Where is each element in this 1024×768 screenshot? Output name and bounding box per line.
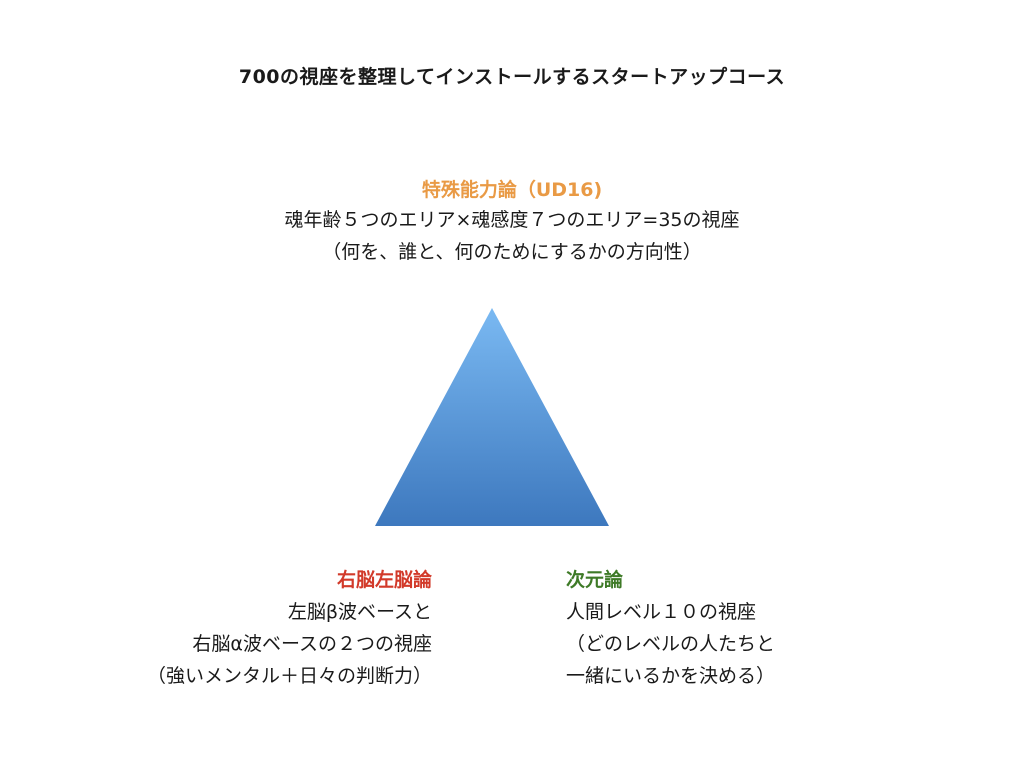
left-section: 右脳左脳論 左脳β波ベースと 右脳α波ベースの２つの視座 （強いメンタル＋日々の… [40, 566, 432, 692]
top-section-line-1: 魂年齢５つのエリア×魂感度７つのエリア=35の視座 [284, 209, 740, 231]
right-section-line-2: （どのレベルの人たちと [566, 633, 776, 655]
left-section-line-2: 右脳α波ベースの２つの視座 [192, 633, 432, 655]
triangle-shape [375, 308, 609, 526]
top-section: 特殊能力論（UD16) 魂年齢５つのエリア×魂感度７つのエリア=35の視座 （何… [0, 176, 1024, 268]
left-section-line-3: （強いメンタル＋日々の判断力） [146, 665, 432, 687]
right-section-heading: 次元論 [566, 569, 624, 591]
pyramid-diagram [372, 308, 612, 528]
left-section-heading: 右脳左脳論 [336, 569, 432, 591]
right-section: 次元論 人間レベル１０の視座 （どのレベルの人たちと 一緒にいるかを決める） [566, 566, 866, 692]
top-section-heading: 特殊能力論（UD16) [421, 179, 603, 201]
top-section-line-2: （何を、誰と、何のためにするかの方向性） [322, 241, 702, 263]
page-title: 700の視座を整理してインストールするスタートアップコース [238, 66, 786, 88]
left-section-line-1: 左脳β波ベースと [287, 601, 432, 623]
triangle-graphic [375, 308, 609, 526]
right-section-line-1: 人間レベル１０の視座 [566, 601, 757, 623]
right-section-line-3: 一緒にいるかを決める） [566, 665, 776, 687]
